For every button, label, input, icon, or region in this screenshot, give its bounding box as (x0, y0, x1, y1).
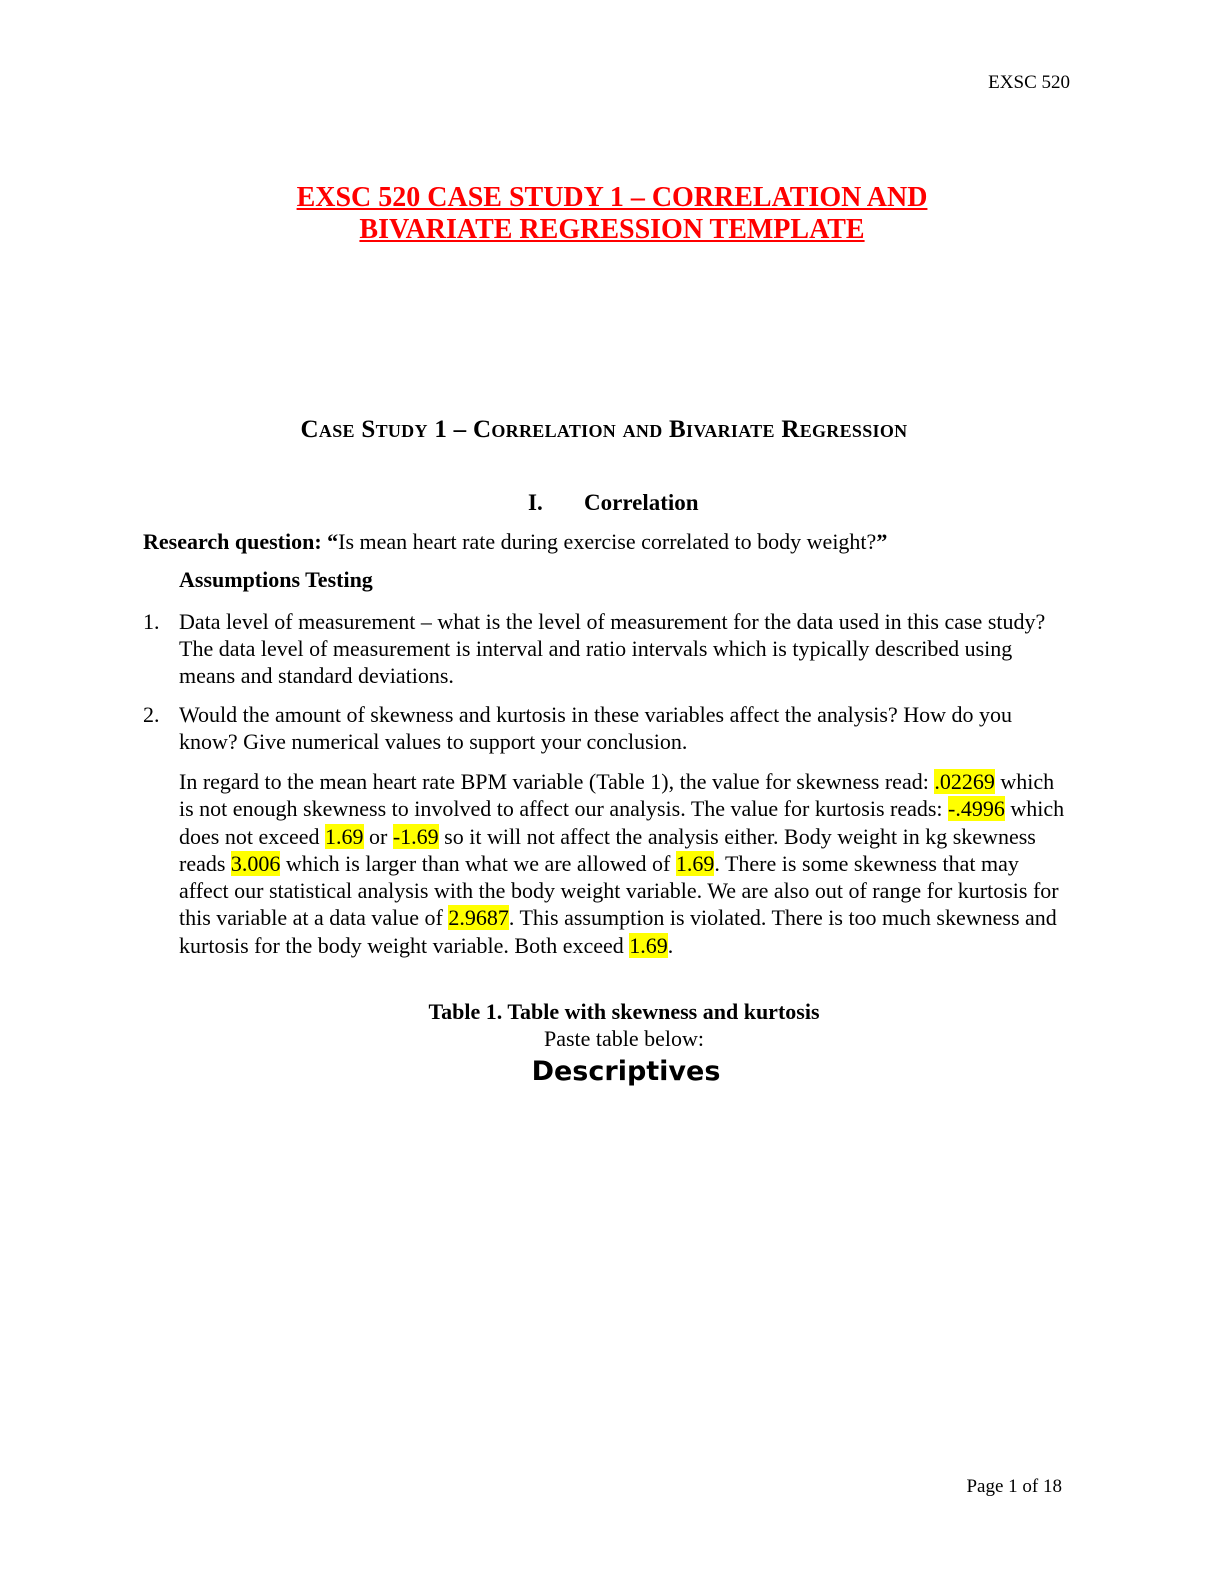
list-item-number: 2. (143, 702, 160, 727)
analysis-paragraph: In regard to the mean heart rate BPM var… (179, 768, 1069, 959)
running-header: EXSC 520 (988, 72, 1070, 93)
analysis-text: . There is some skewness that may affect… (179, 850, 1059, 931)
analysis-text: . This assumption is violated. There is … (179, 905, 1057, 958)
highlighted-value: 1.69 (675, 850, 715, 876)
highlighted-value: 2.9687 (448, 905, 509, 931)
research-question: Research question: “Is mean heart rate d… (143, 529, 887, 555)
highlighted-value: -.4996 (948, 796, 1005, 822)
document-title: EXSC 520 CASE STUDY 1 – CORRELATION AND … (0, 182, 1224, 246)
page-number: Page 1 of 18 (966, 1476, 1062, 1497)
highlighted-value: -1.69 (392, 823, 439, 849)
analysis-text: which is not enough skewness to involved… (179, 769, 1055, 822)
close-quote: ” (876, 529, 888, 554)
analysis-text: which does not exceed (179, 796, 1065, 849)
highlighted-value: 1.69 (629, 932, 668, 958)
title-line-2: BIVARIATE REGRESSION TEMPLATE (359, 214, 865, 245)
assumptions-heading: Assumptions Testing (179, 567, 373, 592)
analysis-text: In regard to the mean heart rate BPM var… (179, 769, 935, 794)
list-item-number: 1. (143, 609, 160, 634)
highlighted-value: .02269 (934, 769, 995, 794)
paste-note: Paste table below: (543, 1026, 705, 1051)
research-question-text: Is mean heart rate during exercise corre… (338, 529, 877, 554)
list-item-text: Would the amount of skewness and kurtosi… (179, 702, 1013, 754)
title-line-1: EXSC 520 CASE STUDY 1 – CORRELATION AND (296, 182, 928, 213)
subsection-heading: I. Correlation (528, 490, 699, 516)
highlighted-value: 1.69 (325, 823, 364, 849)
analysis-text: which is larger than what we are allowed… (280, 850, 676, 876)
descriptives-heading: Descriptives (531, 1056, 721, 1087)
research-label: Research question: (143, 529, 322, 554)
subsection-label: Correlation (584, 490, 699, 515)
list-item: 1. Data level of measurement – what is t… (143, 608, 1063, 689)
analysis-text: . (667, 932, 674, 958)
section-title: Case Study 1 – Correlation and Bivariate… (300, 416, 908, 443)
analysis-text: or (363, 823, 393, 849)
list-item: 2. Would the amount of skewness and kurt… (143, 701, 1063, 755)
open-quote: “ (327, 529, 339, 554)
list-item-text: Data level of measurement – what is the … (179, 609, 1046, 688)
analysis-text: so it will not affect the analysis eithe… (179, 823, 1036, 876)
subsection-numeral: I. (528, 490, 543, 515)
table-caption: Table 1. Table with skewness and kurtosi… (428, 999, 820, 1024)
highlighted-value: 3.006 (230, 850, 281, 876)
